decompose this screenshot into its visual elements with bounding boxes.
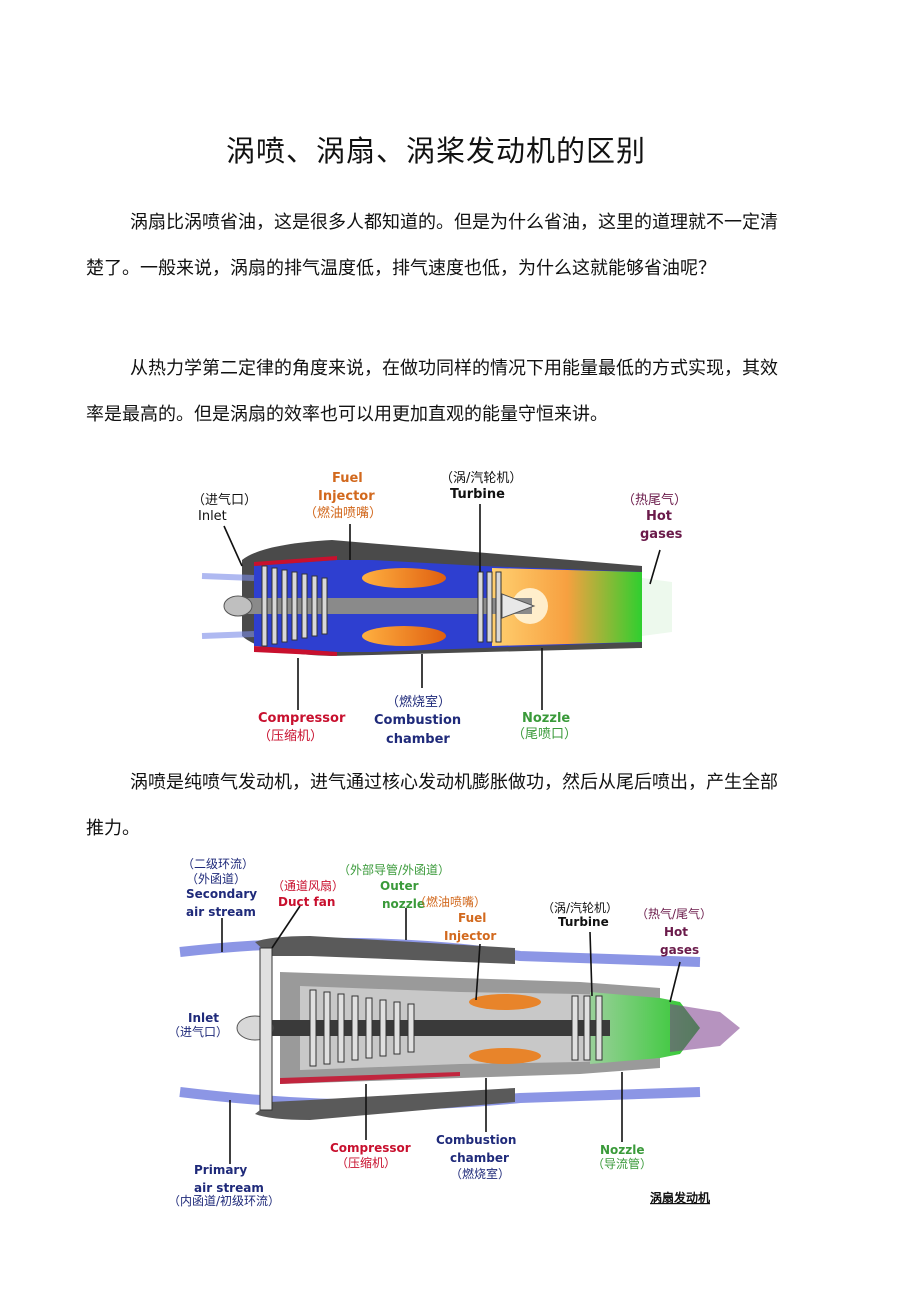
fuel-label-en2: Injector	[318, 489, 375, 504]
paragraph-1: 涡扇比涡喷省油，这是很多人都知道的。但是为什么省油，这里的道理就不一定清楚了。一…	[86, 212, 778, 279]
hot-label-en1: Hot	[664, 925, 688, 939]
secondary-label-en2: air stream	[186, 905, 256, 919]
inlet-label-cn: （进气口）	[168, 1024, 228, 1039]
combustion-label-en1: Combustion	[436, 1133, 516, 1147]
nozzle-label-en: Nozzle	[522, 711, 570, 726]
compressor-blades	[261, 565, 328, 647]
turbine-blades	[477, 571, 502, 643]
secondary-label-en1: Secondary	[186, 887, 257, 901]
outer-label-cn: （外部导管/外函道）	[338, 862, 450, 877]
duct-fan-blades	[259, 947, 273, 1111]
inlet-label-en: Inlet	[188, 1011, 219, 1025]
ductfan-label-en: Duct fan	[278, 895, 335, 909]
fuel-label-cn: （燃油喷嘴）	[304, 505, 382, 521]
ductfan-label-cn: （通道风扇）	[272, 878, 344, 893]
turbine-label-cn: （涡/汽轮机）	[440, 471, 522, 486]
secondary-label-cn1: （二级环流）	[182, 857, 254, 871]
paragraph-2: 从热力学第二定律的角度来说，在做功同样的情况下用能量最低的方式实现，其效率是最高…	[86, 358, 778, 425]
combustion-label-en1: Combustion	[374, 713, 461, 728]
page-title: 涡喷、涡扇、涡桨发动机的区别	[225, 134, 646, 168]
compressor-blades	[309, 989, 415, 1067]
combustion-label-cn: （燃烧室）	[386, 694, 451, 710]
combustion-label-cn: （燃烧室）	[450, 1166, 510, 1181]
hot-label-cn: （热尾气）	[622, 492, 687, 508]
turbojet-diagram: （进气口） Inlet Fuel Injector （燃油喷嘴） （涡/汽轮机）…	[172, 448, 744, 748]
turbofan-diagram: （二级环流） （外函道） Secondary air stream （通道风扇）…	[160, 852, 758, 1210]
inlet-label-cn: （进气口）	[192, 492, 257, 508]
inlet-label-en: Inlet	[198, 509, 227, 524]
outer-label-en1: Outer	[380, 879, 419, 893]
primary-label-cn: （内函道/初级环流）	[168, 1194, 280, 1208]
turbine-blades	[571, 995, 603, 1061]
paragraph-3: 涡喷是纯喷气发动机，进气通过核心发动机膨胀做功，然后从尾后喷出，产生全部推力。	[86, 772, 778, 839]
nozzle-label-en: Nozzle	[600, 1143, 645, 1157]
fuel-label-en1: Fuel	[458, 911, 486, 925]
fuel-label-cn: （燃油喷嘴）	[414, 894, 486, 909]
outer-label-en2: nozzle	[382, 897, 425, 911]
nozzle-label-cn: （尾喷口）	[512, 727, 577, 742]
hot-label-cn: （热气/尾气）	[636, 906, 712, 921]
primary-label-en2: air stream	[194, 1181, 264, 1195]
turbine-label-en: Turbine	[558, 915, 609, 929]
hot-label-en1: Hot	[646, 509, 672, 524]
compressor-label-en: Compressor	[258, 711, 346, 726]
fuel-label-en1: Fuel	[332, 471, 363, 486]
figure-caption: 涡扇发动机	[650, 1190, 710, 1205]
turbine-label-en: Turbine	[450, 487, 505, 502]
compressor-label-cn: （压缩机）	[258, 728, 323, 744]
compressor-label-en: Compressor	[330, 1141, 411, 1155]
compressor-label-cn: （压缩机）	[336, 1155, 396, 1170]
secondary-label-cn2: （外函道）	[186, 872, 246, 886]
combustion-label-en2: chamber	[386, 732, 450, 747]
hot-label-en2: gases	[660, 943, 699, 957]
nozzle-label-cn: （导流管）	[592, 1156, 652, 1171]
turbine-label-cn: （涡/汽轮机）	[542, 900, 618, 915]
primary-label-en1: Primary	[194, 1163, 247, 1177]
hot-label-en2: gases	[640, 527, 683, 542]
combustion-label-en2: chamber	[450, 1151, 509, 1165]
nacelle	[255, 936, 515, 964]
fuel-label-en2: Injector	[444, 929, 496, 943]
